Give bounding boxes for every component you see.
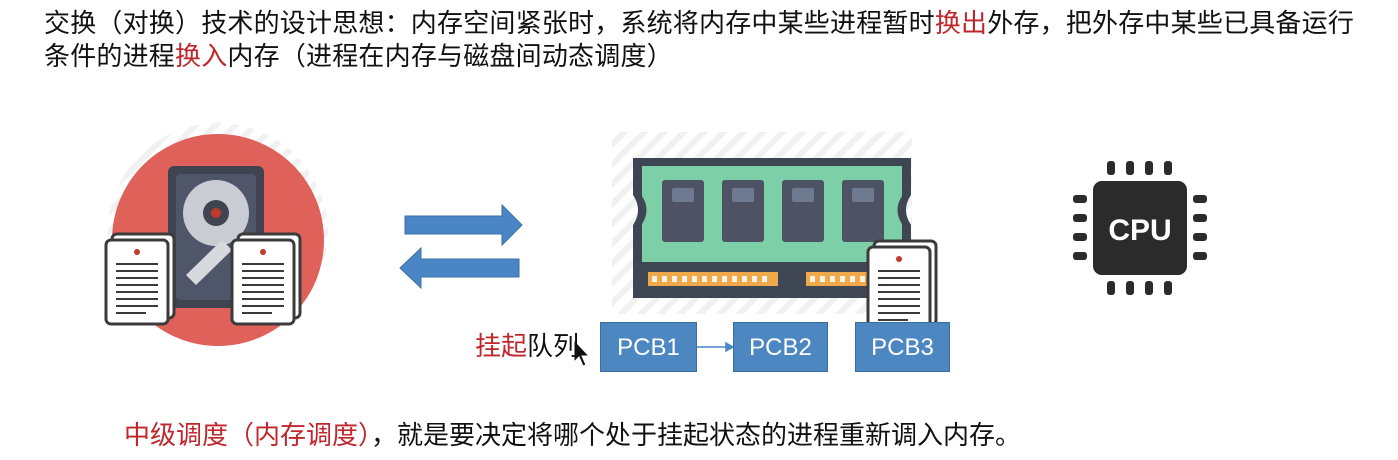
pcb-block-1[interactable]: PCB1 [600, 322, 697, 372]
ram-module-icon [612, 132, 912, 314]
suspend-queue-label: 挂起队列 [475, 330, 579, 364]
intro-text-3: 内存（进程在内存与磁盘间动态调度） [227, 42, 673, 72]
document-icon [866, 239, 938, 333]
intro-text-2: 外存，把外存中某些已具备运行条件的进程 [44, 9, 1355, 72]
queue-link-arrow [697, 341, 735, 353]
intro-text-1: 交换（对换）技术的设计思想：内存空间紧张时，系统将内存中某些进程暂时 [44, 9, 935, 39]
pcb-block-2[interactable]: PCB2 [733, 322, 828, 372]
swap-arrows-icon [399, 203, 523, 290]
mouse-cursor-icon [573, 338, 591, 367]
suspend-term: 挂起 [475, 332, 528, 362]
document-icon [230, 232, 302, 326]
cpu-label: CPU [1108, 214, 1171, 247]
swap-out-term: 换出 [934, 9, 988, 39]
intro-paragraph: 交换（对换）技术的设计思想：内存空间紧张时，系统将内存中某些进程暂时换出外存，把… [44, 8, 1374, 74]
bottom-definition: 中级调度（内存调度），就是要决定将哪个处于挂起状态的进程重新调入内存。 [124, 418, 1021, 454]
document-icon [104, 232, 176, 326]
medium-term-scheduling-term: 中级调度（内存调度） [124, 421, 372, 451]
cpu-chip-icon: CPU [1073, 161, 1207, 295]
swap-in-term: 换入 [175, 42, 228, 72]
bottom-definition-text: ，就是要决定将哪个处于挂起状态的进程重新调入内存。 [371, 421, 1022, 451]
pcb-block-3[interactable]: PCB3 [855, 322, 950, 372]
queue-term: 队列 [527, 332, 580, 362]
